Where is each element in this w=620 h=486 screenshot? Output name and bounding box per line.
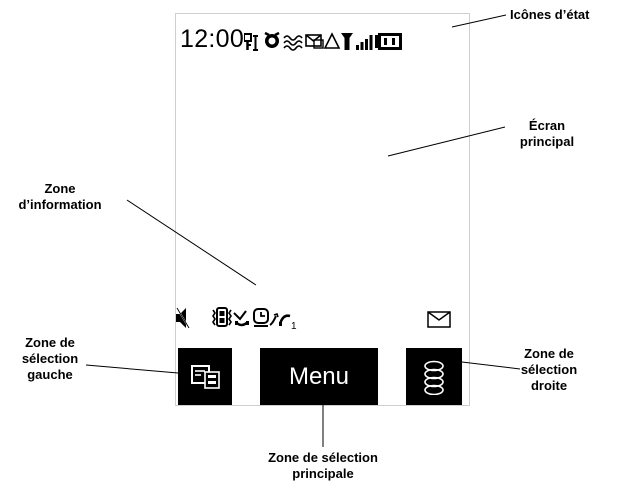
leader-main-screen	[387, 126, 506, 157]
callout-right-select-line2: sélection	[520, 362, 578, 377]
line-1-icon: 1	[291, 321, 297, 332]
callout-right-select-line3: droite	[530, 378, 568, 393]
callout-main-select-line1: Zone de sélection	[268, 450, 378, 465]
menu-softkey[interactable]: Menu	[260, 348, 378, 405]
callout-left-select-line3: gauche	[27, 367, 73, 382]
alarm-icon	[264, 31, 280, 48]
callout-main-screen: Écran principal	[508, 118, 586, 150]
callout-right-select: Zone de sélection droite	[511, 346, 587, 394]
leader-info-zone	[126, 199, 257, 286]
callout-status-icons: Icônes d’état	[510, 7, 589, 23]
speaker-muted-icon	[176, 307, 190, 329]
phone-screen	[175, 13, 470, 406]
leader-right-select	[461, 361, 521, 370]
callout-info-zone-line2: d’information	[18, 197, 102, 212]
callout-main-screen-line1: Écran	[528, 118, 566, 133]
envelope-icon	[427, 311, 451, 328]
menu-label: Menu	[288, 362, 350, 390]
signal-bars-icon	[356, 35, 373, 50]
call-forward-icon	[269, 312, 291, 326]
alarm-clock-icon	[253, 308, 269, 327]
callout-info-zone-line1: Zone	[44, 181, 76, 196]
callout-left-select: Zone de sélection gauche	[12, 335, 88, 383]
callout-left-select-line1: Zone de	[25, 335, 75, 350]
callout-main-select-line2: principale	[292, 466, 354, 481]
callout-left-select-line2: sélection	[21, 351, 79, 366]
callout-right-select-line1: Zone de	[524, 346, 574, 361]
callout-status-icons-text: Icônes d’état	[510, 7, 590, 22]
missed-call-icon	[233, 310, 249, 327]
clock-time: 12:00	[180, 25, 245, 53]
callout-main-screen-line2: principal	[519, 134, 575, 149]
antenna-icon	[341, 33, 353, 50]
info-icons-bar: 1	[176, 307, 451, 332]
svg-text:1: 1	[291, 321, 297, 332]
callout-info-zone: Zone d’information	[5, 181, 115, 213]
key-lock-icon	[244, 33, 258, 51]
left-softkey[interactable]	[178, 348, 232, 405]
warning-icon	[323, 32, 341, 49]
status-icons-bar	[244, 31, 402, 51]
callout-main-select: Zone de sélection principale	[243, 450, 403, 482]
contacts-icon	[191, 364, 220, 389]
vibrate-icon	[212, 307, 232, 327]
leader-left-select	[85, 364, 179, 374]
vibrate-icon	[283, 35, 303, 51]
envelope-icon	[305, 34, 324, 49]
directory-stack-icon	[424, 360, 444, 395]
right-softkey[interactable]	[406, 348, 462, 405]
battery-icon	[375, 33, 402, 50]
leader-status-icons	[451, 14, 507, 28]
